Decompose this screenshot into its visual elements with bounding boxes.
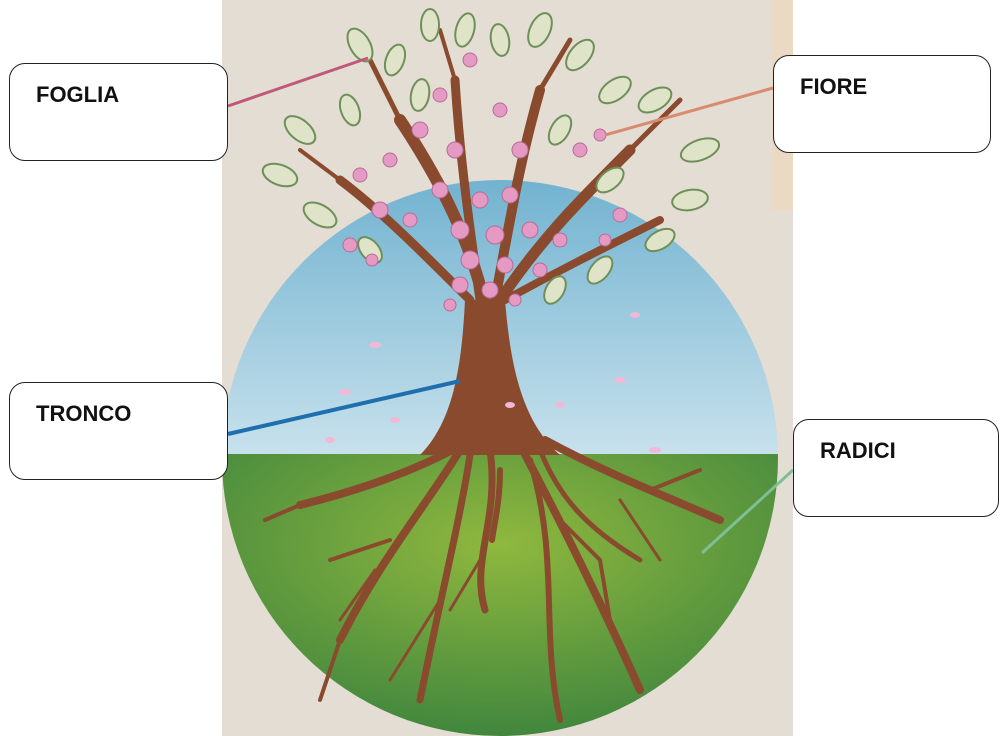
fiore-label-box: FIORE [773, 55, 991, 153]
tronco-label: TRONCO [36, 401, 131, 427]
tronco-label-box: TRONCO [9, 382, 228, 480]
foglia-label: FOGLIA [36, 82, 119, 108]
radici-label: RADICI [820, 438, 896, 464]
foglia-label-box: FOGLIA [9, 63, 228, 161]
radici-label-box: RADICI [793, 419, 999, 517]
fiore-label: FIORE [800, 74, 867, 100]
